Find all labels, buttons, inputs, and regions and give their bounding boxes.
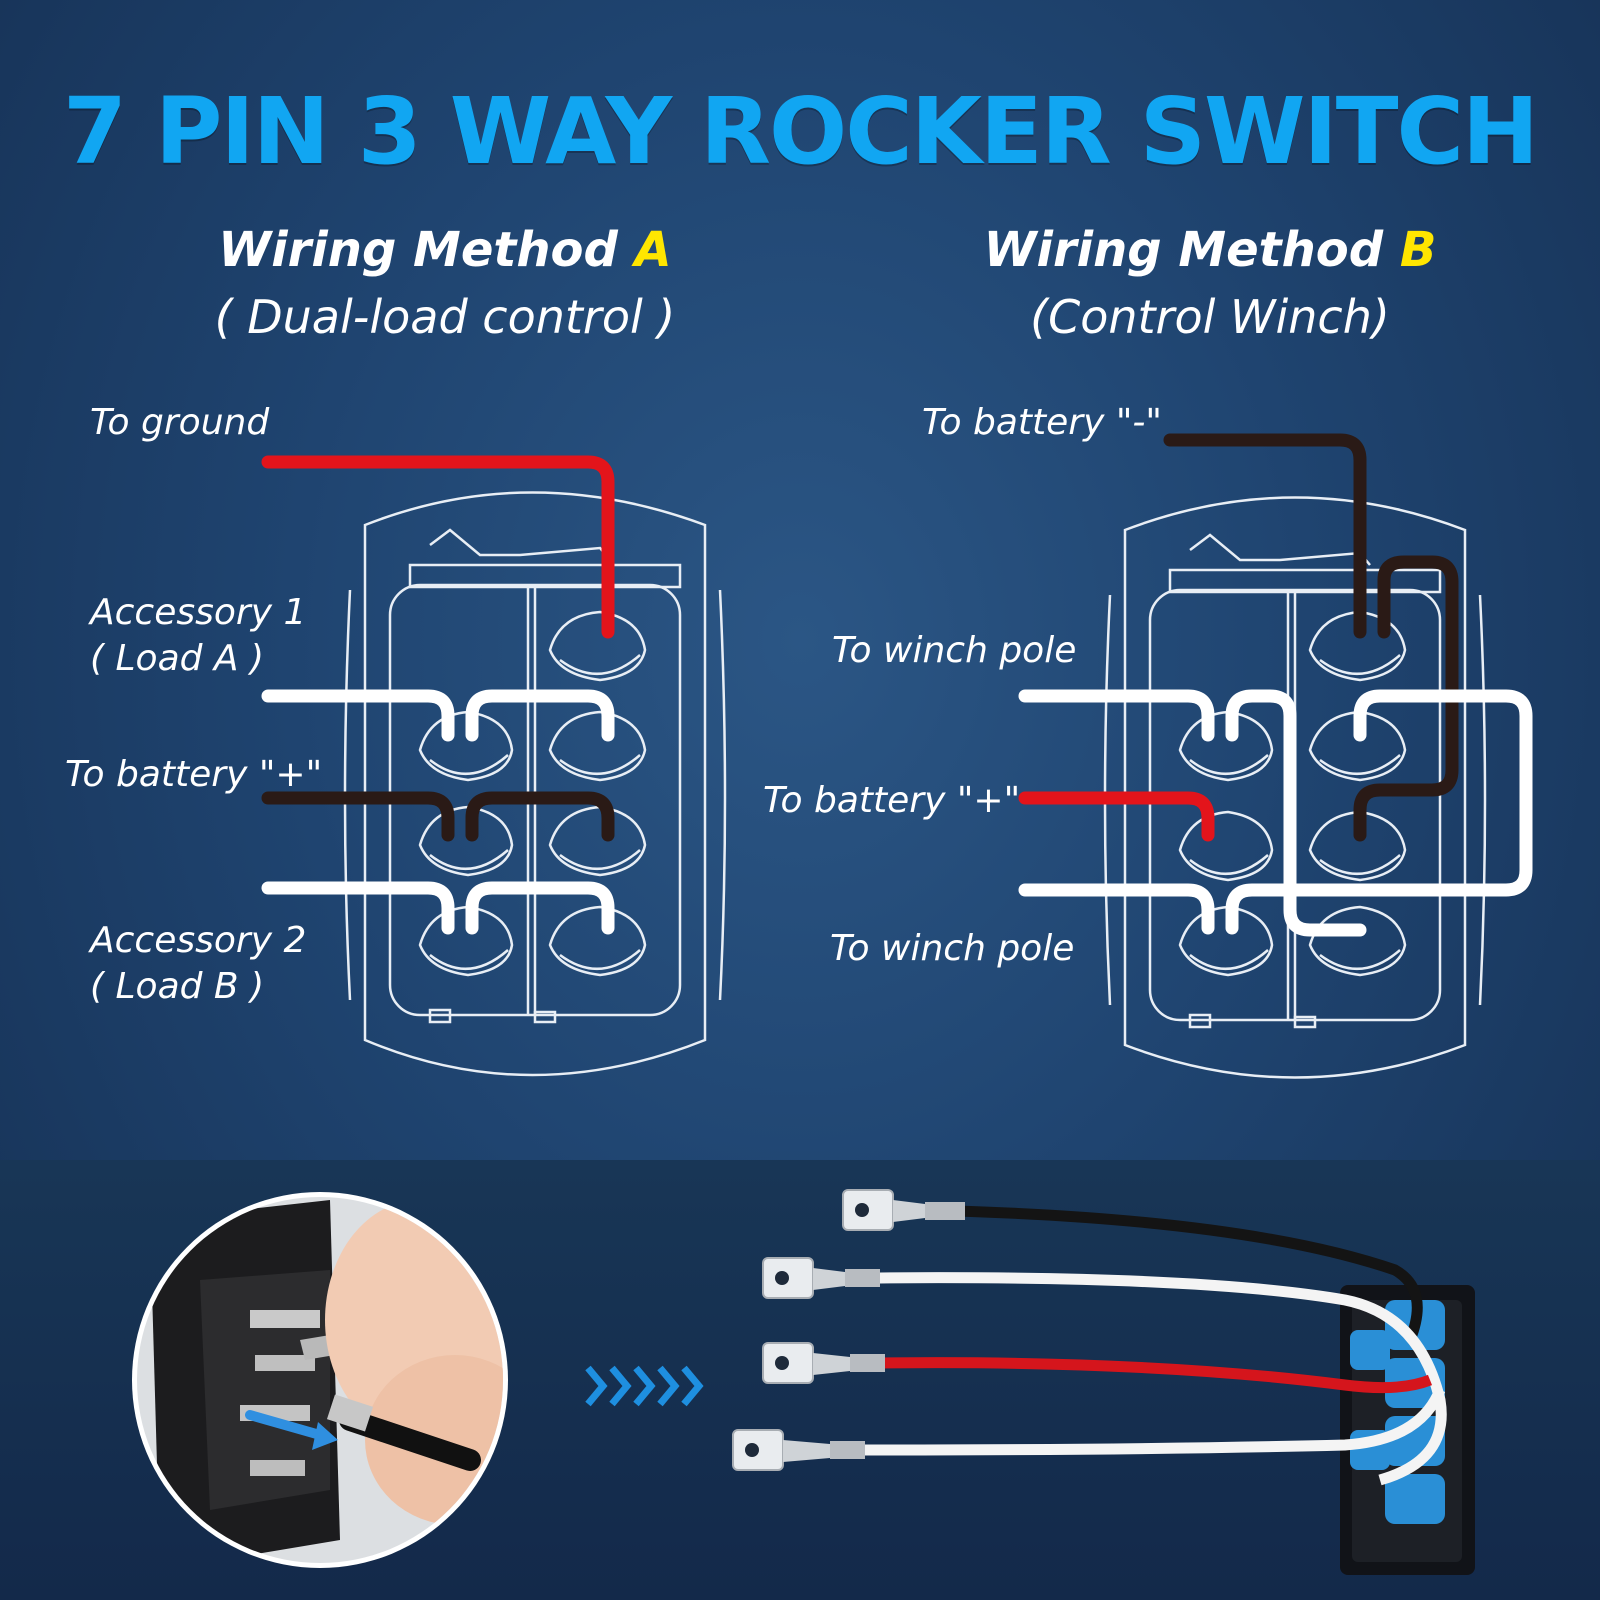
terminal-red (762, 1342, 885, 1384)
method-b-subtitle: (Control Winch) (1030, 290, 1390, 344)
terminal-black (842, 1189, 965, 1231)
wire-battery-plus-red (1018, 791, 1215, 842)
label-battery-minus: To battery "-" (922, 402, 1162, 443)
page-title: 7 PIN 3 WAY ROCKER SWITCH (63, 78, 1539, 185)
wired-switch-photo (732, 1189, 1475, 1575)
label-winch-pole-1: To winch pole (832, 630, 1077, 671)
wires-a (261, 455, 615, 935)
method-a-letter: A (634, 222, 672, 278)
method-b-title: Wiring Method (983, 222, 1384, 278)
label-accessory-1: Accessory 1 (90, 592, 307, 633)
jumper-accessory1-white (465, 689, 615, 742)
label-to-ground: To ground (90, 402, 270, 443)
label-load-a: ( Load A ) (90, 638, 265, 679)
wire-accessory1-white (261, 689, 455, 742)
wire-ground-red (261, 455, 615, 639)
method-b-letter: B (1399, 222, 1437, 278)
method-a-heading: Wiring Method A ( Dual-load control ) (195, 222, 695, 344)
bottom-panel (0, 1160, 1600, 1600)
jumper-accessory2-white (465, 881, 615, 935)
switch-diagram-a (343, 491, 727, 1077)
terminal-white-1 (762, 1257, 880, 1299)
wire-battery-minus-black (1163, 433, 1367, 639)
label-winch-pole-2: To winch pole (830, 928, 1075, 969)
wire-battery-plus-black (261, 791, 455, 842)
terminal-white-2 (732, 1429, 865, 1471)
label-battery-plus-a: To battery "+" (65, 754, 323, 795)
wire-winch-pole1-white (1018, 689, 1215, 742)
wire-winch-pole2-white (1018, 883, 1215, 935)
install-photo (132, 1192, 508, 1568)
jumper-white-cross (1225, 689, 1367, 937)
label-battery-plus-b: To battery "+" (763, 780, 1021, 821)
jumper-black-loop (1353, 555, 1459, 842)
method-a-title: Wiring Method (218, 222, 618, 278)
jumper-battery-black (465, 791, 615, 842)
method-a-subtitle: ( Dual-load control ) (214, 290, 676, 344)
method-b-heading: Wiring Method B (Control Winch) (960, 222, 1460, 344)
jumper-white-loop (1225, 689, 1533, 935)
wire-accessory2-white (261, 881, 455, 935)
label-accessory-2: Accessory 2 (90, 920, 307, 961)
wires-b (1018, 433, 1533, 937)
arrow-chevrons-icon (585, 1365, 704, 1407)
label-load-b: ( Load B ) (90, 966, 265, 1007)
bottom-illustrations (132, 1189, 1475, 1575)
